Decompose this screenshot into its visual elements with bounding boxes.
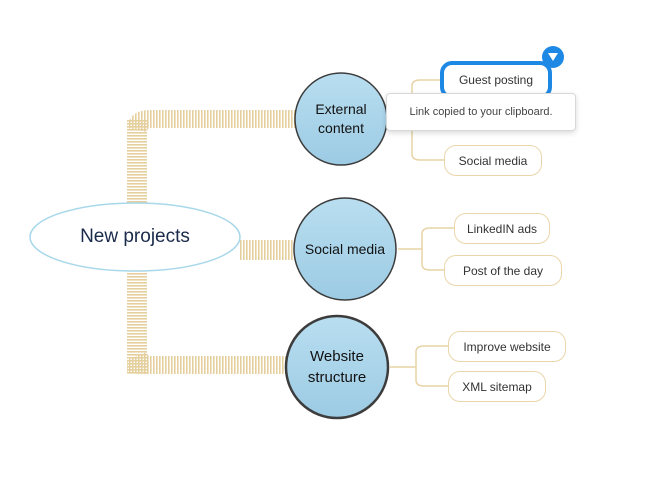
- connector-linkedin-ads: [398, 227, 454, 250]
- root-connectors: [127, 110, 298, 374]
- leaf-xml-sitemap[interactable]: XML sitemap: [448, 371, 546, 402]
- connector-to-website-structure: [127, 352, 290, 374]
- branch-website-structure[interactable]: [284, 314, 390, 420]
- connector-xml-sitemap: [415, 367, 448, 387]
- connector-guest-posting: [386, 79, 442, 120]
- connector-social-media-leaf: [411, 119, 444, 161]
- connector-vertical-lower: [127, 266, 147, 374]
- branch-external-content[interactable]: [294, 72, 388, 166]
- leaf-post-of-the-day[interactable]: Post of the day: [444, 255, 562, 286]
- leaf-connectors: [386, 79, 454, 387]
- connector-post-of-the-day: [421, 249, 444, 271]
- root-node[interactable]: [29, 202, 241, 272]
- leaf-improve-website[interactable]: Improve website: [448, 331, 566, 362]
- connector-vertical-upper: [127, 120, 147, 208]
- leaf-guest-posting[interactable]: Guest posting: [440, 61, 552, 99]
- collapse-handle-icon[interactable]: [542, 46, 564, 68]
- branch-social-media[interactable]: [293, 197, 397, 301]
- leaf-social-media[interactable]: Social media: [444, 145, 542, 176]
- connector-to-social-media: [240, 240, 298, 260]
- leaf-linkedin-ads[interactable]: LinkedIN ads: [454, 213, 550, 244]
- connector-improve-website: [390, 345, 448, 368]
- clipboard-tooltip: Link copied to your clipboard.: [386, 93, 576, 131]
- connector-to-external-content: [127, 110, 298, 132]
